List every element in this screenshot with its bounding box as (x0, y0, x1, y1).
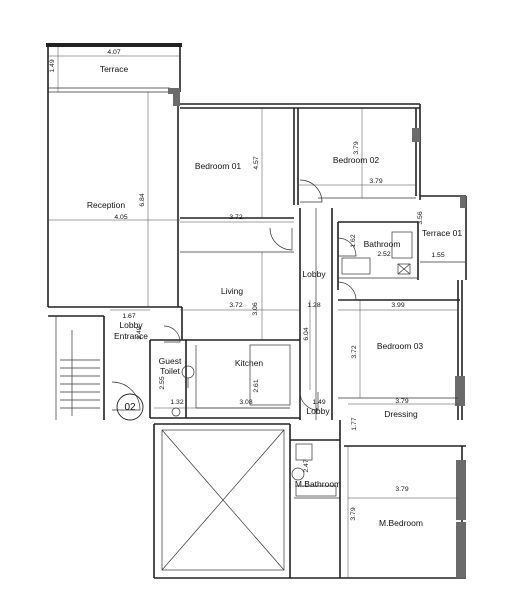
room-label-bathroom: Bathroom (364, 239, 401, 249)
room-label-kitchen: Kitchen (235, 358, 264, 368)
dim-terrace-width: 4.07 (107, 49, 120, 56)
dim-bedroom-01-depth: 4.57 (253, 156, 260, 169)
dim-lobby-lower-width: 1.49 (312, 399, 325, 406)
dim-m-bedroom-depth: 3.79 (350, 507, 357, 520)
dim-dressing-depth: 1.77 (351, 417, 358, 430)
room-label-lobby-entrance-2: Entrance (114, 331, 148, 341)
dim-guest-toilet-width: 1.32 (170, 399, 183, 406)
dim-terrace-01-depth: 3.56 (417, 211, 424, 224)
unit-tag-circle (116, 393, 144, 421)
doors (111, 179, 357, 411)
dim-terrace-depth: 1.49 (49, 59, 56, 72)
dim-bedroom-02-width: 3.79 (369, 178, 382, 185)
room-labels: Terrace Reception Bedroom 01 Bedroom 02 … (87, 64, 462, 528)
room-label-lobby-entrance-1: Lobby (119, 320, 143, 330)
stair-treads (60, 330, 100, 416)
dim-bedroom-02-depth: 3.79 (353, 141, 360, 154)
dim-guest-toilet-depth: 2.55 (159, 376, 166, 389)
dim-bedroom-03-width: 3.99 (391, 302, 404, 309)
fixtures (60, 231, 413, 497)
dim-dressing-width: 3.79 (395, 398, 408, 405)
dim-m-bedroom-width: 3.79 (395, 486, 408, 493)
dim-lobby-width: 1.28 (307, 302, 320, 309)
dim-m-bathroom-depth: 2.47 (303, 459, 310, 472)
dim-living-width: 3.72 (229, 302, 242, 309)
room-label-toilet: Toilet (160, 366, 180, 376)
dim-lobby-depth: 6.04 (303, 327, 310, 340)
room-label-m-bedroom: M.Bedroom (379, 518, 423, 528)
room-label-living: Living (221, 286, 243, 296)
dim-reception-depth: 6.84 (139, 193, 146, 206)
room-label-bedroom-02: Bedroom 02 (333, 155, 380, 165)
room-label-reception: Reception (87, 200, 126, 210)
dim-kitchen-width: 3.08 (239, 399, 252, 406)
dim-lobby-entrance-width: 1.67 (122, 313, 135, 320)
room-label-m-bathroom: M.Bathroom (295, 479, 341, 489)
dim-bedroom-03-depth: 3.72 (351, 345, 358, 358)
dim-reception-width: 4.05 (114, 214, 127, 221)
room-label-terrace-01: Terrace 01 (422, 228, 462, 238)
room-label-bedroom-03: Bedroom 03 (377, 341, 424, 351)
room-label-lobby-center: Lobby (302, 269, 326, 279)
room-label-dressing: Dressing (384, 409, 418, 419)
unit-tag-label: 02 (124, 402, 136, 413)
dim-bedroom-01-width: 3.72 (229, 214, 242, 221)
room-label-guest: Guest (159, 356, 182, 366)
dim-bathroom-width: 2.52 (377, 251, 390, 258)
room-label-lobby-lower: Lobby (306, 406, 330, 416)
dim-bathroom-depth: 1.62 (350, 234, 357, 247)
walls (46, 43, 467, 579)
dim-living-depth: 3.06 (252, 302, 259, 315)
room-label-terrace: Terrace (100, 64, 129, 74)
dim-lobby-entrance-depth: 2.49 (136, 326, 143, 339)
room-label-bedroom-01: Bedroom 01 (195, 161, 242, 171)
dimension-labels: 4.07 1.49 6.84 4.05 3.72 4.57 3.79 3.79 … (49, 49, 445, 521)
dim-kitchen-depth: 2.61 (253, 379, 260, 392)
dim-terrace-01-width: 1.55 (431, 252, 444, 259)
